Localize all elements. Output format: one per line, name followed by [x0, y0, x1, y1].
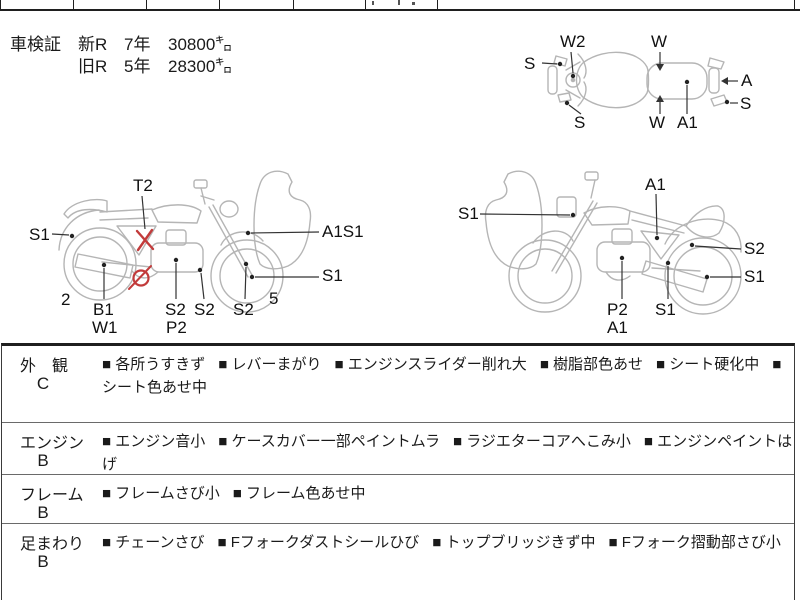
table-divider [293, 0, 294, 9]
top-view-bike [547, 51, 728, 109]
defect-list: ■ チェーンさび ■ Fフォークダストシールひび ■ トップブリッジきず中 ■ Fフォ… [102, 531, 795, 554]
table-divider [146, 0, 147, 9]
year-new: 7年 [124, 35, 151, 54]
part-code-a1-rear-seat: A1 [677, 113, 698, 132]
left-side-view-bike [58, 170, 312, 313]
defect-item: ■ シート硬化中 [656, 356, 760, 373]
defect-item: ■ トップブリッジきず中 [432, 534, 596, 551]
section-grade: B [37, 503, 49, 522]
part-code-p2-engine: P2 [166, 318, 187, 337]
part-code-a1s1-front-fender: A1S1 [322, 222, 364, 241]
red-circle-mark [132, 269, 150, 287]
table-divider [794, 0, 795, 9]
defect-list: ■ エンジン音小 ■ ケースカバー一部ペイントムラ ■ ラジエターコアへこみ小■ エ… [102, 430, 795, 476]
part-code-a1-frame: A1 [645, 175, 666, 194]
part-code-a-rear: A [741, 71, 753, 90]
defect-item: ■ 樹脂部色あせ [539, 356, 644, 373]
part-code-p2-engine-right: P2 [607, 300, 628, 319]
defect-item: ■ Fフォークダストシールひび [217, 534, 420, 551]
part-code-t2-frame: T2 [133, 176, 153, 195]
part-code-w-seat-bottom: W [649, 113, 666, 132]
clipped-text-mark [412, 2, 415, 5]
year-old: 5年 [124, 57, 151, 76]
defect-item: ■ ケースカバー一部ペイントムラ [218, 433, 440, 450]
tread-depth-rear: 2 [61, 290, 71, 309]
era-new: 新R [78, 35, 108, 54]
section-grade: B [37, 451, 49, 470]
section-label: フレーム [20, 487, 84, 504]
defect-item: ■ シート色あせ中 [102, 356, 782, 396]
odometer-new: 30800㌔ [168, 35, 233, 54]
anchor-dots [69, 61, 730, 280]
part-code-s-left-lever: S [574, 113, 586, 132]
part-code-s-left-mirror: S [524, 54, 536, 73]
leader-lines [51, 51, 742, 300]
report-row-frame: フレーム B ■ フレームさび小 ■ フレーム色あせ中 [2, 475, 794, 524]
section-label: エンジン [20, 435, 85, 452]
clipped-text-mark [372, 1, 374, 5]
defect-item: ■ フレームさび小 [102, 485, 220, 502]
defect-item: ■ エンジンスライダー削れ大 [334, 356, 527, 373]
registration-line-old: 旧R 5年 28300㌔ [78, 52, 232, 77]
section-grade: C [36, 374, 50, 393]
part-code-s1-rear-wheel: S1 [744, 267, 765, 286]
red-x-mark [136, 228, 154, 252]
part-code-s1-swingarm: S1 [655, 300, 676, 319]
part-code-s2-rear-shock: S2 [744, 239, 765, 258]
part-code-s-rear: S [740, 94, 752, 113]
table-divider [73, 0, 74, 9]
defect-item: ■ 各所うすきず [102, 356, 206, 373]
red-slash-mark [128, 265, 152, 290]
section-label: 足まわり [20, 536, 85, 553]
tread-depth-front: 5 [269, 289, 279, 308]
table-divider [0, 0, 1, 9]
defect-item: ■ フレーム色あせ中 [232, 485, 366, 502]
part-code-s2-exhaust: S2 [194, 300, 215, 319]
damage-marks [128, 228, 155, 290]
part-code-s1-fork-head: S1 [458, 204, 479, 223]
defect-item: ■ チェーンさび [102, 534, 205, 551]
report-row-undercarriage: 足まわり B ■ チェーンさび ■ Fフォークダストシールひび ■ トップブリッジき… [2, 524, 794, 600]
defect-item: ■ レバーまがり [218, 356, 322, 373]
defect-item: ■ エンジンペイントはげ [102, 433, 793, 473]
part-code-w-seat-top: W [651, 32, 668, 51]
era-old: 旧R [78, 57, 108, 76]
report-row-exterior: 外 観 C ■ 各所うすきず ■ レバーまがり ■ エンジンスライダー削れ大 ■ 樹脂… [2, 346, 794, 423]
top-table-strip [0, 0, 800, 11]
clipped-text-mark [398, 0, 400, 5]
table-divider [365, 0, 366, 9]
defect-item: ■ エンジン音小 [102, 433, 206, 450]
part-code-s2-fork: S2 [233, 300, 254, 319]
part-code-a1-engine-right: A1 [607, 318, 628, 337]
defect-list: ■ フレームさび小 ■ フレーム色あせ中 [102, 482, 795, 505]
arrowheads [656, 64, 728, 102]
odometer-old: 28300㌔ [168, 57, 233, 76]
section-grade: B [37, 552, 49, 571]
condition-report-table: 外 観 C ■ 各所うすきず ■ レバーまがり ■ エンジンスライダー削れ大 ■ 樹脂… [1, 343, 795, 600]
part-code-s1-front-wheel: S1 [322, 266, 343, 285]
defect-item: ■ Fフォーク摺動部さび小 [608, 534, 781, 551]
table-divider [437, 0, 438, 9]
defect-list: ■ 各所うすきず■ レバーまがり■ エンジンスライダー削れ大■ 樹脂部色あせ■ … [102, 353, 795, 399]
part-code-s1-rear-fender: S1 [29, 225, 50, 244]
section-label: 外 観 [20, 358, 69, 375]
vehicle-inspection-title: 車検証 [10, 35, 61, 54]
report-row-engine: エンジン B ■ エンジン音小 ■ ケースカバー一部ペイントムラ ■ ラジエターコア… [2, 423, 794, 475]
registration-line-new: 新R 7年 30800㌔ [78, 30, 232, 55]
defect-item: ■ ラジエターコアへこみ小 [452, 433, 631, 450]
part-code-s2-engine: S2 [165, 300, 186, 319]
table-divider [219, 0, 220, 9]
part-code-w2-handlebar: W2 [560, 32, 586, 51]
part-code-b1-muffler: B1 [93, 300, 114, 319]
part-code-w1-muffler: W1 [92, 318, 118, 337]
right-side-view-bike [484, 170, 742, 315]
